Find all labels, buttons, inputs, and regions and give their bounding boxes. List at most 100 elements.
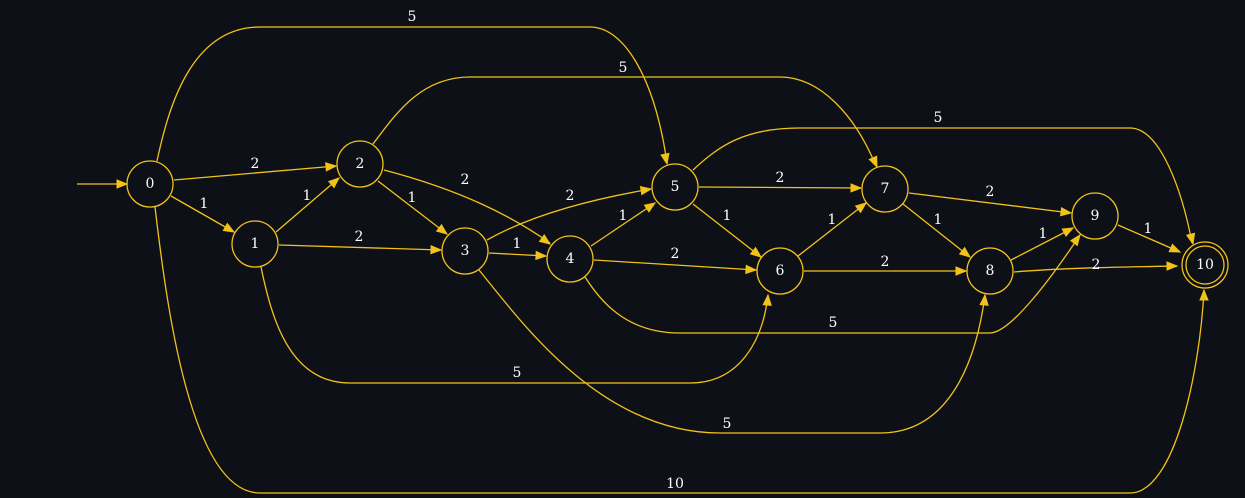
edge-4-5: 1 — [590, 202, 657, 247]
edge-line — [902, 203, 971, 258]
node-circle — [1181, 241, 1229, 289]
edge-arrowhead — [955, 266, 968, 276]
edge-arrowhead — [1168, 243, 1182, 253]
edge-3-5: 2 — [486, 186, 653, 241]
edge-line — [692, 203, 762, 258]
edge-4-6: 2 — [593, 246, 758, 275]
edge-arrowhead — [1199, 288, 1209, 301]
edge-weight-label: 5 — [619, 60, 628, 76]
edge-weight-label: 2 — [566, 188, 575, 204]
edge-line — [797, 202, 867, 257]
edge-line — [593, 259, 757, 271]
edge-0-10: 10 — [154, 206, 1209, 494]
edge-5-7: 2 — [698, 170, 863, 193]
start-arrow — [77, 179, 129, 189]
node-label: 2 — [356, 156, 365, 172]
edge-line — [260, 266, 769, 384]
node-label: 7 — [881, 181, 890, 197]
node-circle — [336, 140, 384, 188]
edge-weight-label: 1 — [828, 212, 837, 228]
edge-line — [1117, 224, 1181, 253]
edge-line — [154, 206, 1205, 494]
node-label: 6 — [776, 263, 785, 279]
edge-weight-label: 2 — [1092, 257, 1101, 273]
edge-line — [372, 76, 877, 167]
node-label: 5 — [671, 179, 680, 195]
node-circle — [126, 160, 174, 208]
edge-line — [173, 165, 337, 181]
state-node-5: 5 — [651, 163, 699, 211]
edge-arrowhead — [979, 293, 989, 306]
state-node-2: 2 — [336, 140, 384, 188]
start-arrow-head — [116, 179, 129, 189]
node-circle — [966, 247, 1014, 295]
edge-2-7: 5 — [372, 60, 878, 169]
edge-arrowhead — [762, 293, 772, 306]
node-circle — [861, 165, 909, 213]
edge-arrowhead — [535, 250, 548, 261]
edge-arrowhead — [854, 202, 868, 214]
edge-weight-label: 5 — [723, 416, 732, 432]
node-circle — [756, 247, 804, 295]
edge-1-2: 1 — [275, 177, 341, 233]
edge-weight-label: 5 — [829, 315, 838, 331]
edge-arrowhead — [327, 177, 341, 189]
edge-arrowhead — [1185, 232, 1196, 246]
edge-arrowhead — [1061, 227, 1075, 238]
edge-2-3: 1 — [377, 180, 449, 235]
edge-5-6: 1 — [692, 203, 763, 258]
edge-line — [156, 26, 668, 164]
edge-2-4: 2 — [383, 169, 552, 245]
edge-weight-label: 2 — [461, 172, 470, 188]
edge-weight-label: 5 — [934, 110, 943, 126]
state-node-3: 3 — [441, 227, 489, 275]
node-label: 3 — [461, 243, 470, 259]
edge-weight-label: 5 — [513, 365, 522, 381]
edge-arrowhead — [1166, 261, 1179, 271]
state-node-4: 4 — [546, 235, 594, 283]
edge-line — [278, 244, 442, 251]
state-node-0: 0 — [126, 160, 174, 208]
edge-arrowhead — [1059, 207, 1073, 217]
edge-weight-label: 5 — [408, 9, 417, 25]
edge-arrowhead — [538, 234, 552, 245]
edge-arrowhead — [325, 162, 338, 172]
edge-line — [584, 234, 1081, 334]
state-node-1: 1 — [231, 220, 279, 268]
edge-weight-label: 2 — [355, 229, 364, 245]
edge-line — [1013, 265, 1178, 273]
edge-weight-label: 1 — [723, 208, 732, 224]
state-node-10: 10 — [1181, 241, 1229, 289]
edge-arrowhead — [643, 202, 657, 213]
state-node-6: 6 — [756, 247, 804, 295]
edge-4-9: 5 — [584, 233, 1081, 334]
edge-1-3: 2 — [278, 229, 443, 255]
node-label: 9 — [1091, 208, 1100, 224]
node-label: 4 — [566, 251, 575, 267]
edge-line — [698, 186, 862, 189]
edge-0-5: 5 — [156, 9, 670, 166]
edge-weight-label: 1 — [200, 196, 209, 212]
node-label: 10 — [1196, 257, 1214, 273]
edge-3-4: 1 — [488, 236, 548, 261]
state-node-8: 8 — [966, 247, 1014, 295]
edge-line — [486, 188, 652, 241]
accept-ring — [1185, 245, 1225, 285]
node-circle — [231, 220, 279, 268]
edge-8-10: 2 — [1013, 257, 1179, 273]
edge-weight-label: 1 — [408, 190, 417, 206]
edge-weight-label: 2 — [881, 254, 890, 270]
edge-arrowhead — [222, 222, 236, 233]
edge-weight-label: 2 — [986, 184, 995, 200]
edge-0-2: 2 — [173, 156, 338, 181]
edge-weight-label: 1 — [619, 208, 628, 224]
edge-arrowhead — [850, 183, 863, 193]
edge-arrowhead — [639, 186, 653, 196]
state-node-9: 9 — [1071, 192, 1119, 240]
state-node-7: 7 — [861, 165, 909, 213]
node-circle — [441, 227, 489, 275]
node-circle — [651, 163, 699, 211]
node-label: 0 — [146, 176, 155, 192]
edge-line — [478, 269, 986, 434]
